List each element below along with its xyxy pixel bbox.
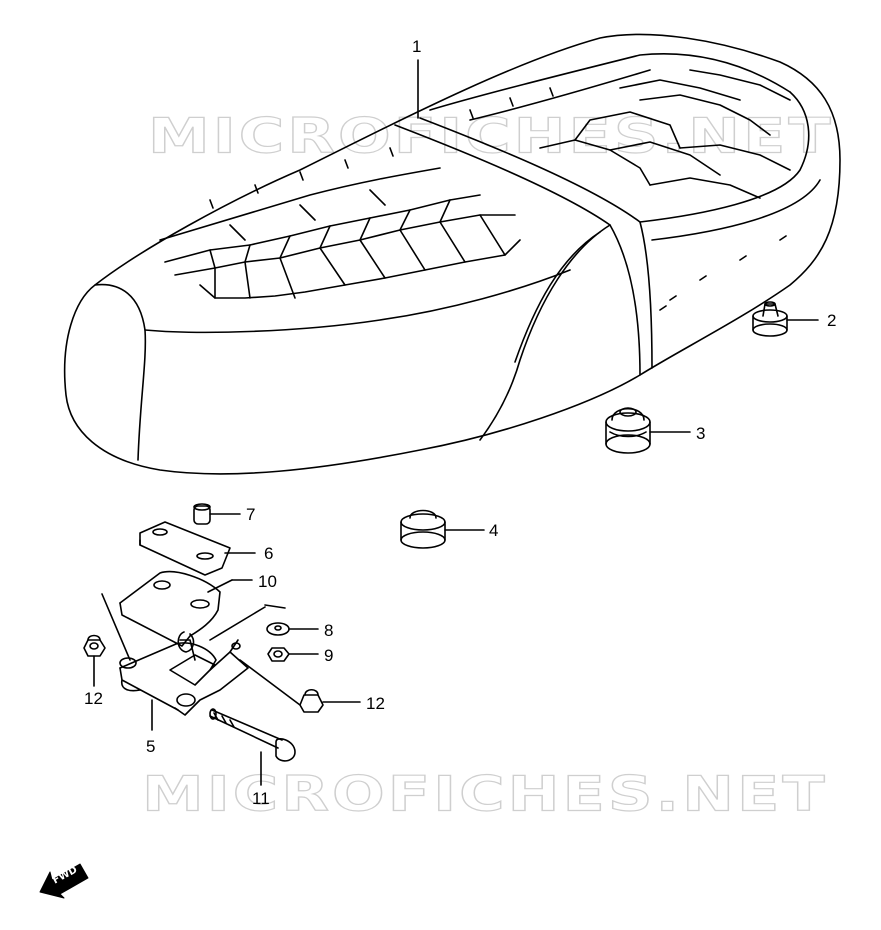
callout-3: 3 [696,424,706,443]
callout-7: 7 [246,505,256,524]
callout-11: 11 [252,789,270,808]
callout-8: 8 [324,621,334,640]
watermark-top: MICROFICHES.NET [147,107,834,165]
callout-2: 2 [827,311,837,330]
callout-4: 4 [489,521,499,540]
nut-part-9 [267,647,319,662]
watermark-bottom: MICROFICHES.NET [141,765,828,823]
plate-part-6 [139,521,256,576]
callout-1: 1 [412,37,422,56]
callout-12-right: 12 [366,694,385,713]
fwd-arrow-icon [39,863,89,899]
rubber-part-4 [400,509,485,549]
cap-nut-part-12-left [83,634,106,687]
callout-6: 6 [264,544,274,563]
cushion-part-2 [752,301,819,337]
callout-12-left: 12 [84,689,103,708]
callout-5: 5 [146,737,156,756]
collar-part-7 [193,503,241,525]
seat-part [63,33,841,475]
callout-10: 10 [258,572,277,591]
washer-part-8 [264,604,319,636]
hinge-assembly [101,570,266,731]
cap-nut-part-12-right [239,659,361,713]
callout-9: 9 [324,646,334,665]
bolt-part-11 [209,708,296,786]
damper-part-3 [605,407,691,454]
